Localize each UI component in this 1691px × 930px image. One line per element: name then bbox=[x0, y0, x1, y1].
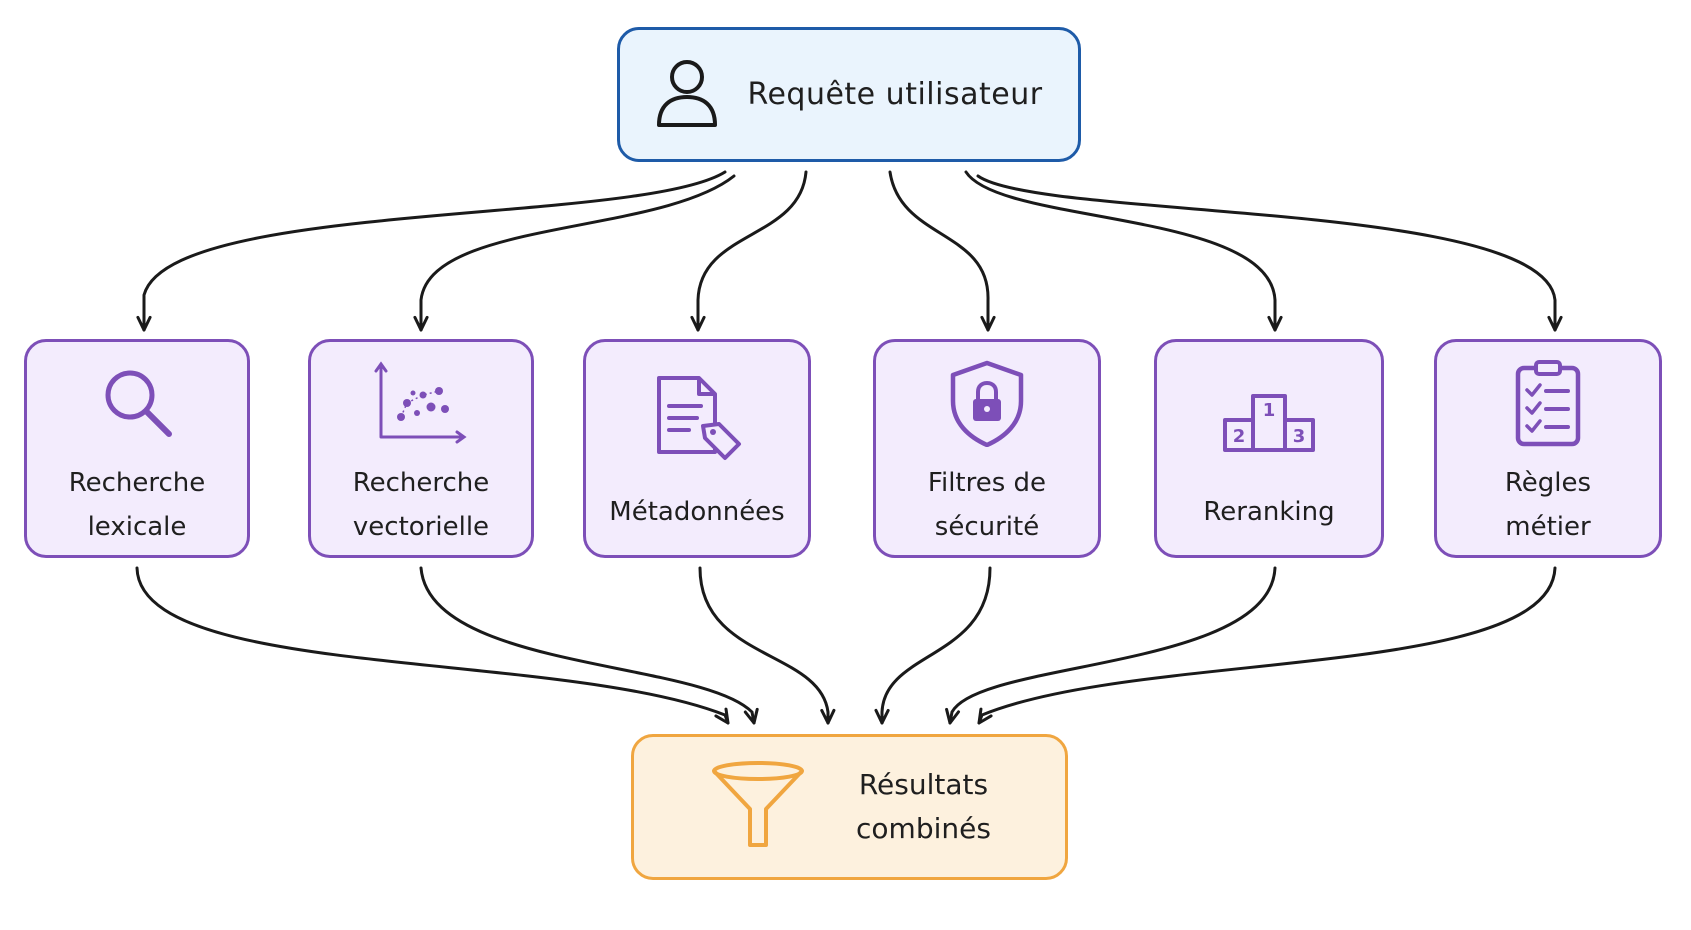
step-label: Règles métier bbox=[1504, 467, 1592, 542]
arrow-query-to-lexical-head bbox=[136, 315, 152, 332]
arrow-metadata-to-results-head bbox=[820, 708, 836, 725]
funnel-icon bbox=[708, 759, 808, 855]
document-tag-icon bbox=[649, 372, 745, 464]
user-icon bbox=[655, 57, 719, 133]
arrow-query-to-rules-head bbox=[1547, 315, 1563, 332]
arrow-lexical-to-results bbox=[135, 566, 730, 725]
arrow-vector-to-results-head bbox=[743, 707, 759, 725]
arrow-query-to-reranking bbox=[964, 170, 1277, 332]
podium-icon: 1 2 3 bbox=[1221, 372, 1317, 464]
arrow-reranking-to-results bbox=[948, 566, 1277, 725]
step-label: Recherche lexicale bbox=[68, 467, 206, 542]
step-vector-search[interactable]: Recherche vectorielle bbox=[308, 339, 534, 558]
checklist-icon bbox=[1512, 357, 1584, 449]
arrow-security-to-results-head bbox=[874, 708, 890, 725]
arrow-query-to-metadata-head bbox=[690, 315, 706, 332]
arrow-reranking-to-results-head bbox=[945, 707, 960, 725]
arrow-query-to-vector-head bbox=[413, 315, 429, 332]
arrow-query-to-security-head bbox=[980, 315, 996, 332]
combined-results-label: Résultats combinés bbox=[856, 768, 991, 845]
step-label: Recherche vectorielle bbox=[352, 467, 490, 542]
arrow-rules-to-results bbox=[977, 566, 1557, 725]
step-security-filters[interactable]: Filtres de sécurité bbox=[873, 339, 1101, 558]
magnifier-icon bbox=[97, 357, 177, 449]
arrow-rules-to-results-head bbox=[977, 707, 993, 725]
step-label: Filtres de sécurité bbox=[927, 467, 1047, 542]
step-reranking[interactable]: 1 2 3 Reranking bbox=[1154, 339, 1384, 558]
step-label: Métadonnées bbox=[609, 496, 785, 527]
arrow-query-to-lexical bbox=[142, 170, 727, 332]
arrow-vector-to-results bbox=[419, 566, 756, 725]
arrow-query-to-reranking-head bbox=[1267, 315, 1283, 332]
arrow-metadata-to-results bbox=[698, 566, 830, 725]
user-query-label: Requête utilisateur bbox=[747, 77, 1043, 112]
svg-text:1: 1 bbox=[1263, 400, 1276, 421]
svg-text:2: 2 bbox=[1233, 426, 1246, 447]
arrow-query-to-vector bbox=[419, 174, 736, 332]
arrow-security-to-results bbox=[880, 566, 992, 725]
step-lexical-search[interactable]: Recherche lexicale bbox=[24, 339, 250, 558]
svg-text:3: 3 bbox=[1293, 426, 1306, 447]
arrow-lexical-to-results-head bbox=[714, 707, 730, 725]
step-business-rules[interactable]: Règles métier bbox=[1434, 339, 1662, 558]
shield-lock-icon bbox=[947, 357, 1027, 449]
arrow-query-to-metadata bbox=[696, 170, 808, 332]
step-metadata[interactable]: Métadonnées bbox=[583, 339, 811, 558]
step-label: Reranking bbox=[1203, 496, 1335, 527]
arrow-query-to-rules bbox=[976, 174, 1557, 332]
user-query-node[interactable]: Requête utilisateur bbox=[617, 27, 1081, 162]
scatter-plot-icon bbox=[373, 357, 469, 449]
arrow-query-to-security bbox=[888, 170, 990, 332]
combined-results-node[interactable]: Résultats combinés bbox=[631, 734, 1068, 880]
